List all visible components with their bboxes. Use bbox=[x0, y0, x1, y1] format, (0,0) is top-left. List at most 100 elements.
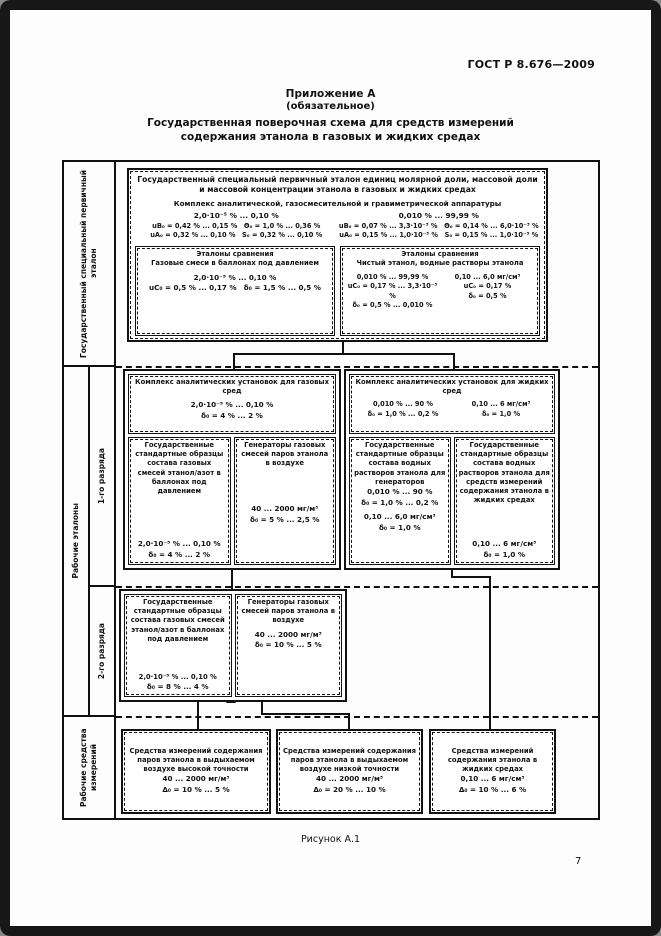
wmi-liquid-media-box: Средства измерений содержания этанола в … bbox=[429, 729, 556, 814]
connector-line bbox=[348, 713, 350, 730]
comparison-gas-errors: uC₀ = 0,5 % ... 0,17 % δ₀ = 1,5 % ... 0,… bbox=[148, 283, 321, 293]
section-divider bbox=[116, 586, 598, 588]
primary-gas-range: 2,0·10⁻⁵ % ... 0,10 % bbox=[193, 210, 279, 220]
gas-u-line2: uA₀ = 0,32 % ... 0,10 % S₀ = 0,32 % ... … bbox=[150, 231, 323, 240]
section-divider bbox=[116, 716, 598, 718]
wmi-box2-range: 40 ... 2000 мг/м³ bbox=[316, 774, 383, 784]
comparison-liquid-col1: 0,010 % ... 99,99 %uC₀ = 0,17 % ... 3,3·… bbox=[345, 273, 440, 311]
rank1-liquid-group: Комплекс аналитических установок для жид… bbox=[344, 369, 560, 570]
connector-line bbox=[231, 570, 233, 590]
rank1-generators-box: Генераторы газовых смесей паров этанола … bbox=[233, 437, 336, 565]
connector-line bbox=[451, 576, 491, 578]
comparison-standard-gas-box: Эталоны сравнения Газовые смеси в баллон… bbox=[135, 246, 335, 336]
r1-liq-r1: 0,010 % ... 90 % bbox=[373, 400, 433, 409]
liq-col2-delta: δ₀ = 0,5 % bbox=[468, 291, 507, 300]
rank2-box1-error: δ₀ = 8 % ... 4 % bbox=[146, 682, 209, 692]
sidebar-rank1: 1-го разряда bbox=[90, 367, 116, 587]
standard-number: ГОСТ Р 8.676—2009 bbox=[467, 58, 595, 71]
rank1-liquid-header-title: Комплекс аналитических установок для жид… bbox=[355, 378, 549, 396]
wmi-box1-error: Δ₀ = 10 % ... 5 % bbox=[162, 785, 230, 795]
rank1-box4-title: Государственные стандартные образцы сост… bbox=[458, 441, 550, 505]
rank1-box1-range: 2,0·10⁻⁵ % ... 0,10 % bbox=[137, 539, 221, 549]
liq-col1-range: 0,010 % ... 99,99 % bbox=[356, 272, 429, 281]
wmi-box3-range: 0,10 ... 6 мг/см³ bbox=[460, 774, 525, 784]
primary-gas-uncertainties: uB₀ = 0,42 % ... 0,15 % Θ₀ = 1,0 % ... 0… bbox=[135, 222, 338, 242]
connector-line bbox=[233, 353, 455, 355]
rank1-box4-range: 0,10 ... 6 мг/см³ bbox=[472, 539, 537, 549]
rank2-gso-gas-box: Государственные стандартные образцы сост… bbox=[124, 594, 232, 697]
rank1-gso-gas-box: Государственные стандартные образцы сост… bbox=[128, 437, 231, 565]
wmi-box1-range: 40 ... 2000 мг/м³ bbox=[162, 774, 230, 784]
r1-liq-d2: δ₀ = 1,0 % bbox=[481, 409, 521, 418]
rank1-gso-generators-box: Государственные стандартные образцы сост… bbox=[349, 437, 451, 565]
wmi-breath-low-accuracy-box: Средства измерений содержания паров этан… bbox=[276, 729, 423, 814]
rank1-box3-range1: 0,010 % ... 90 % bbox=[367, 486, 433, 496]
comparison-gas-range: 2,0·10⁻⁵ % ... 0,10 % bbox=[193, 272, 277, 282]
rank1-box3-title: Государственные стандартные образцы сост… bbox=[354, 441, 446, 486]
liq-col1-delta: δ₀ = 0,5 % ... 0,010 % bbox=[352, 301, 433, 310]
rank1-box3-range2: 0,10 ... 6,0 мг/см³ bbox=[363, 512, 436, 522]
rank2-box2-range: 40 ... 2000 мг/м³ bbox=[254, 629, 322, 639]
rank2-box1-range: 2,0·10⁻⁵ % ... 0,10 % bbox=[138, 673, 217, 682]
scheme-title-line2: содержания этанола в газовых и жидких ср… bbox=[180, 131, 481, 143]
rank2-generators-box: Генераторы газовых смесей паров этанола … bbox=[234, 594, 342, 697]
r1-liq-r2: 0,10 ... 6 мг/см³ bbox=[471, 400, 531, 409]
liq-u-line2: uA₀ = 0,15 % ... 1,0·10⁻³ % S₀ = 0,15 % … bbox=[339, 231, 539, 240]
connector-line bbox=[197, 702, 199, 730]
figure-caption: Рисунок А.1 bbox=[300, 834, 361, 845]
comparison-gas-name: Эталоны сравнения bbox=[196, 250, 274, 259]
r1-liq-d1: δ₀ = 1,0 % ... 0,2 % bbox=[367, 409, 439, 418]
rank1-box1-error: δ₀ = 4 % ... 2 % bbox=[148, 550, 211, 560]
sidebar-primary-standard-label: Государственный специальный первичный эт… bbox=[79, 169, 98, 358]
primary-standard-box: Государственный специальный первичный эт… bbox=[127, 168, 548, 342]
appendix-note: (обязательное) bbox=[286, 101, 375, 112]
sidebar-rank1-label: 1-го разряда bbox=[97, 447, 107, 505]
rank1-box3-error1: δ₀ = 1,0 % ... 0,2 % bbox=[361, 497, 439, 507]
rank1-box4-error: δ₀ = 1,0 % bbox=[483, 550, 526, 560]
rank1-liquid-header-box: Комплекс аналитических установок для жид… bbox=[349, 374, 555, 434]
sidebar-working-standards: Рабочие эталоны bbox=[64, 367, 90, 717]
wmi-box3-title: Средства измерений содержания этанола в … bbox=[447, 746, 538, 774]
rank1-gso-liquid-mi-box: Государственные стандартные образцы сост… bbox=[453, 437, 555, 565]
rank1-box2-title: Генераторы газовых смесей паров этанола … bbox=[241, 441, 329, 468]
wmi-box3-error: Δ₀ = 10 % ... 6 % bbox=[458, 785, 527, 795]
wmi-breath-high-accuracy-box: Средства измерений содержания паров этан… bbox=[121, 729, 271, 814]
rank2-box2-error: δ₀ = 10 % ... 5 % bbox=[254, 640, 322, 650]
primary-standard-title: Государственный специальный первичный эт… bbox=[137, 175, 538, 195]
primary-standard-apparatus: Комплекс аналитической, газосмесительной… bbox=[173, 198, 502, 208]
comparison-liquid-name: Эталоны сравнения bbox=[401, 250, 479, 259]
wmi-box2-title: Средства измерений содержания паров этан… bbox=[283, 746, 416, 774]
rank1-gas-header-box: Комплекс аналитических установок для газ… bbox=[128, 374, 336, 434]
rank1-gas-header-error: δ₀ = 4 % ... 2 % bbox=[201, 411, 263, 421]
scheme-title-line1: Государственная поверочная схема для сре… bbox=[147, 117, 514, 129]
primary-liquid-uncertainties: uB₀ = 0,07 % ... 3,3·10⁻³ % Θ₀ = 0,14 % … bbox=[338, 222, 541, 242]
rank1-box2-range: 40 ... 2000 мг/м³ bbox=[251, 503, 319, 513]
sidebar-working-mi-label: Рабочие средства измерений bbox=[79, 728, 98, 808]
comparison-standard-liquid-box: Эталоны сравнения Чистый этанол, водные … bbox=[340, 246, 540, 336]
rank2-box1-title: Государственные стандартные образцы сост… bbox=[130, 598, 225, 643]
comparison-gas-desc: Газовые смеси в баллонах под давлением bbox=[151, 259, 319, 268]
gas-u-line1: uB₀ = 0,42 % ... 0,15 % Θ₀ = 1,0 % ... 0… bbox=[152, 221, 321, 230]
rank1-gas-header-range: 2,0·10⁻⁵ % ... 0,10 % bbox=[190, 400, 274, 410]
sidebar-primary-standard: Государственный специальный первичный эт… bbox=[64, 162, 116, 367]
rank1-liquid-header-col1: 0,010 % ... 90 %δ₀ = 1,0 % ... 0,2 % bbox=[354, 400, 452, 419]
connector-line bbox=[261, 713, 350, 715]
sidebar-rank2: 2-го разряда bbox=[90, 587, 116, 717]
connector-line bbox=[453, 353, 455, 370]
rank1-gas-group: Комплекс аналитических установок для газ… bbox=[123, 369, 341, 570]
liq-col1-u: uC₀ = 0,17 % ... 3,3·10⁻³ % bbox=[347, 282, 440, 300]
liq-col2-u: uC₀ = 0,17 % bbox=[463, 282, 512, 291]
primary-liquid-range: 0,010 % ... 99,99 % bbox=[398, 210, 479, 220]
verification-scheme-diagram: Государственный специальный первичный эт… bbox=[62, 160, 600, 820]
wmi-box2-error: Δ₀ = 20 % ... 10 % bbox=[313, 785, 386, 795]
wmi-box1-title: Средства измерений содержания паров этан… bbox=[129, 746, 263, 774]
rank2-group: Государственные стандартные образцы сост… bbox=[119, 589, 347, 702]
connector-line bbox=[342, 342, 344, 355]
liq-col2-range: 0,10 ... 6,0 мг/см³ bbox=[454, 272, 521, 281]
appendix-title: Приложение А bbox=[285, 88, 376, 100]
connector-line bbox=[233, 353, 235, 370]
sidebar-working-standards-label: Рабочие эталоны bbox=[71, 503, 81, 579]
page-number: 7 bbox=[575, 856, 582, 867]
